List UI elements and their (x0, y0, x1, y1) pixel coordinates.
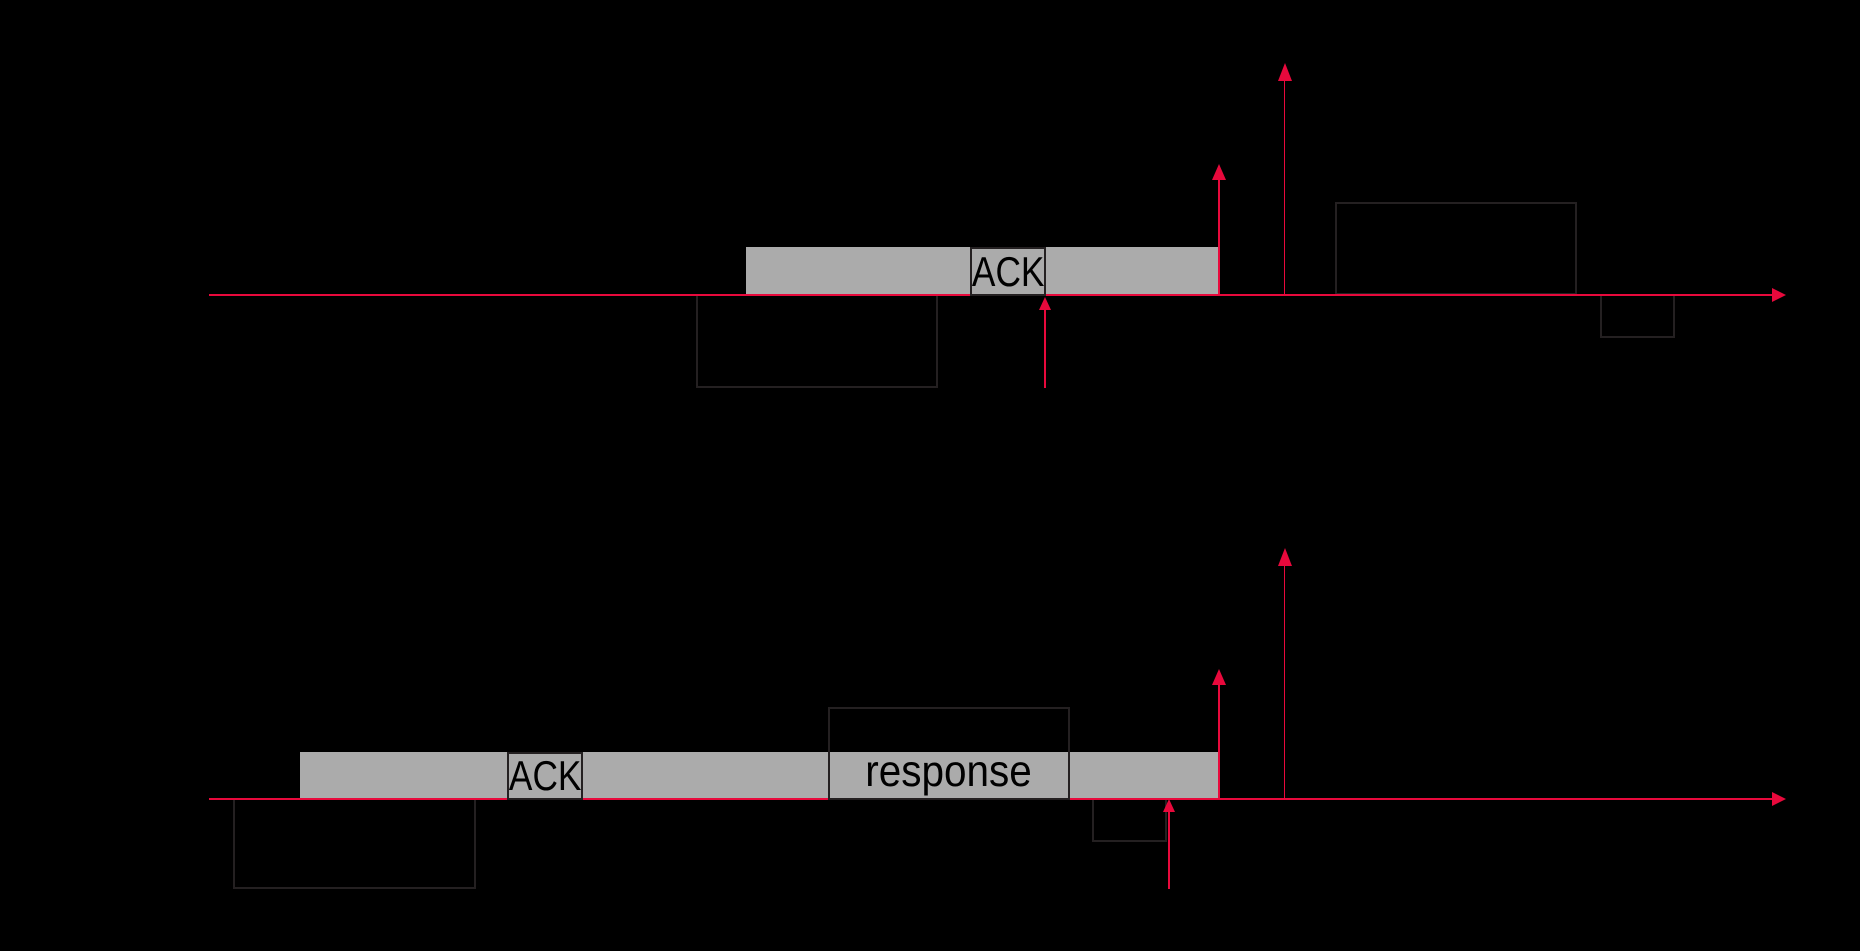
ack-box: ACK (507, 752, 583, 801)
tall-marker-arrow-head (1277, 63, 1292, 81)
response-box: response (828, 707, 1070, 801)
short-marker-arrow-shaft (1218, 177, 1221, 297)
ack-box-label: ACK (971, 247, 1045, 295)
wakeup-arrow-below-line-shaft (1167, 810, 1170, 889)
ack-box-label: ACK (508, 752, 582, 800)
short-marker-arrow-head (1212, 668, 1227, 685)
short-marker-arrow-shaft (1218, 682, 1221, 801)
wakeup-arrow-below-line-shaft (1044, 308, 1047, 388)
tall-marker-arrow-head (1277, 548, 1292, 566)
tall-marker-arrow-shaft (1283, 79, 1286, 297)
tall-marker-arrow-shaft (1283, 564, 1286, 801)
wakeup-arrow-below-line-head (1039, 296, 1052, 310)
busy-bar (300, 752, 1219, 801)
short-marker-arrow-head (1212, 163, 1227, 180)
frame-rect-above-line (1334, 202, 1577, 295)
small-rect-below-line (1092, 798, 1167, 843)
response-box-label: response (865, 746, 1033, 796)
wakeup-arrow-below-line-head (1162, 798, 1175, 812)
ack-box: ACK (970, 246, 1046, 297)
time-axis-arrowhead (1772, 791, 1786, 806)
time-axis-arrowhead (1772, 287, 1786, 302)
frame-rect-below-line (232, 798, 476, 889)
